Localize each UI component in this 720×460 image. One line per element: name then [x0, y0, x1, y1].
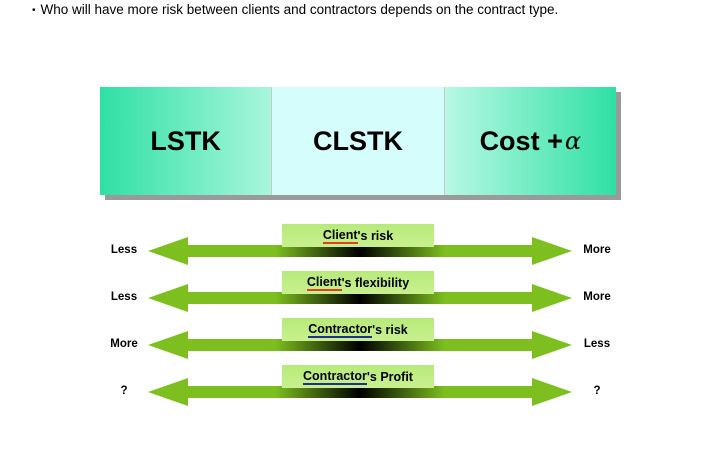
arrow-row-contractor-risk: More Less — [0, 330, 720, 360]
right-label: ? — [593, 385, 601, 397]
title-main: Client — [322, 227, 358, 244]
arrow-row-client-flexibility: Less More — [0, 283, 720, 313]
row-title-contractor-profit: Contractor's Profit — [282, 365, 434, 388]
double-arrow-icon — [148, 378, 572, 406]
bullet-icon: • — [32, 5, 36, 16]
left-label: ? — [120, 385, 128, 397]
row-title-client-flexibility: Client's flexibility — [282, 271, 434, 294]
title-rest: 's risk — [372, 322, 408, 337]
left-label: More — [110, 338, 138, 350]
right-label: More — [583, 244, 611, 256]
contract-clstk: CLSTK — [272, 87, 445, 195]
title-main: Contractor — [308, 321, 373, 338]
contract-cost-label: Cost + — [479, 125, 563, 156]
left-label: Less — [110, 291, 138, 303]
right-label: More — [583, 291, 611, 303]
intro-line: • Who will have more risk between clients… — [32, 2, 558, 17]
intro-text: Who will have more risk between clients … — [40, 2, 559, 17]
double-arrow-icon — [148, 284, 572, 312]
contract-type-bar: LSTK CLSTK Cost + α — [100, 87, 616, 195]
row-title-contractor-risk: Contractor's risk — [282, 318, 434, 341]
contract-clstk-label: CLSTK — [312, 125, 403, 156]
contract-cost-plus: Cost + α — [444, 87, 616, 195]
alpha-symbol: α — [564, 127, 582, 155]
left-label: Less — [110, 244, 138, 256]
row-title-client-risk: Client's risk — [282, 224, 434, 247]
right-label: Less — [583, 338, 611, 350]
title-main: Contractor — [303, 368, 367, 385]
arrow-row-contractor-profit: ? ? — [0, 377, 720, 407]
double-arrow-icon — [148, 237, 572, 265]
double-arrow-icon — [148, 331, 572, 359]
contract-lstk-label: LSTK — [150, 125, 221, 156]
arrow-row-client-risk: Less More — [0, 236, 720, 266]
title-rest: 's risk — [357, 228, 394, 243]
contract-lstk: LSTK — [100, 87, 273, 195]
title-rest: 's Profit — [366, 369, 413, 384]
title-rest: 's flexibility — [341, 275, 410, 290]
title-main: Client — [306, 274, 342, 291]
